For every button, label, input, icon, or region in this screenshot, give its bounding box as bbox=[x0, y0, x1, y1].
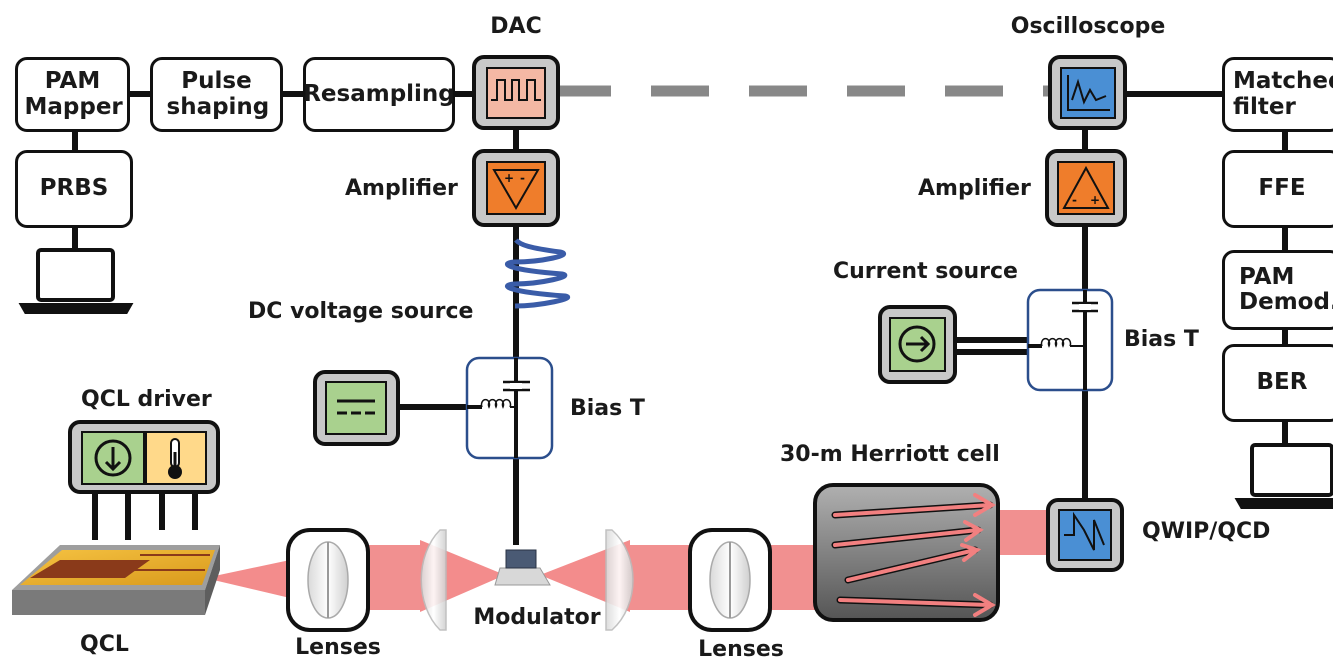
svg-text:-: - bbox=[1072, 193, 1077, 207]
current-arrow-icon bbox=[94, 439, 132, 477]
prbs-block: PRBS bbox=[15, 150, 133, 228]
matched-filter-block: Matched filter bbox=[1222, 57, 1333, 132]
amplifier-tx-label: Amplifier bbox=[345, 176, 458, 201]
svg-text:+: + bbox=[504, 171, 514, 185]
modulator-label: Modulator bbox=[473, 605, 601, 630]
bias-t-rx bbox=[1026, 288, 1114, 392]
square-wave-icon bbox=[491, 79, 541, 101]
inductor-icon bbox=[480, 398, 512, 409]
lens-icon bbox=[286, 528, 447, 632]
qcl-driver-device bbox=[68, 420, 220, 494]
prbs-label: PRBS bbox=[39, 175, 109, 202]
resampling-label: Resampling bbox=[303, 80, 455, 107]
pam-mapper-label: PAM Mapper bbox=[24, 68, 123, 120]
amplifier-triangle-icon bbox=[492, 169, 540, 210]
qcl-driver-label: QCL driver bbox=[81, 387, 212, 412]
inductor-icon bbox=[1040, 337, 1072, 348]
resampling-block: Resampling bbox=[303, 57, 455, 132]
lenses-right-label: Lenses bbox=[698, 637, 784, 662]
pulse-shaping-block: Pulse shaping bbox=[150, 57, 283, 132]
oscilloscope-label: Oscilloscope bbox=[1010, 14, 1166, 39]
bias-t-rx-label: Bias T bbox=[1124, 327, 1199, 352]
current-source-label: Current source bbox=[833, 259, 1018, 284]
ffe-block: FFE bbox=[1222, 150, 1333, 228]
qcl-chip bbox=[12, 545, 220, 615]
pam-mapper-block: PAM Mapper bbox=[15, 57, 130, 132]
qcl-label: QCL bbox=[80, 632, 129, 657]
amplifier-rx-label: Amplifier bbox=[918, 176, 1031, 201]
ber-label: BER bbox=[1256, 369, 1308, 396]
pulse-shaping-label: Pulse shaping bbox=[166, 68, 270, 120]
svg-text:+: + bbox=[1090, 193, 1100, 207]
lens-icon bbox=[605, 528, 772, 632]
laptop-icon bbox=[18, 248, 134, 314]
dac-device bbox=[472, 55, 560, 130]
dc-source-icon bbox=[313, 370, 400, 446]
laptop-icon bbox=[1234, 443, 1333, 509]
herriott-cell-label: 30-m Herriott cell bbox=[780, 442, 1000, 467]
ffe-label: FFE bbox=[1258, 175, 1306, 202]
lenses-left-label: Lenses bbox=[295, 635, 381, 660]
bias-t-tx bbox=[465, 356, 554, 460]
rx-amplifier: - + bbox=[1045, 149, 1127, 227]
oscilloscope-device bbox=[1048, 55, 1127, 130]
modulator-device bbox=[494, 549, 551, 586]
pam-demod-block: PAM Demod. bbox=[1222, 250, 1333, 330]
dc-voltage-source-label: DC voltage source bbox=[248, 299, 474, 324]
current-arrow-icon bbox=[898, 325, 936, 363]
dac-label: DAC bbox=[490, 14, 542, 39]
current-source-device bbox=[878, 305, 957, 384]
qwip-qcd-device bbox=[1046, 498, 1124, 572]
bias-t-tx-label: Bias T bbox=[570, 396, 645, 421]
svg-text:-: - bbox=[520, 171, 525, 185]
matched-filter-label: Matched filter bbox=[1233, 68, 1333, 120]
waveform-icon bbox=[1067, 75, 1110, 111]
amplifier-triangle-icon bbox=[1062, 165, 1110, 209]
pam-demod-label: PAM Demod. bbox=[1239, 263, 1333, 315]
herriott-cell bbox=[813, 483, 1000, 622]
rf-cable-coil bbox=[504, 238, 571, 309]
tx-amplifier: + - bbox=[472, 149, 560, 227]
ber-block: BER bbox=[1222, 344, 1333, 422]
thermometer-icon bbox=[168, 438, 182, 479]
qwip-qcd-label: QWIP/QCD bbox=[1142, 519, 1271, 544]
